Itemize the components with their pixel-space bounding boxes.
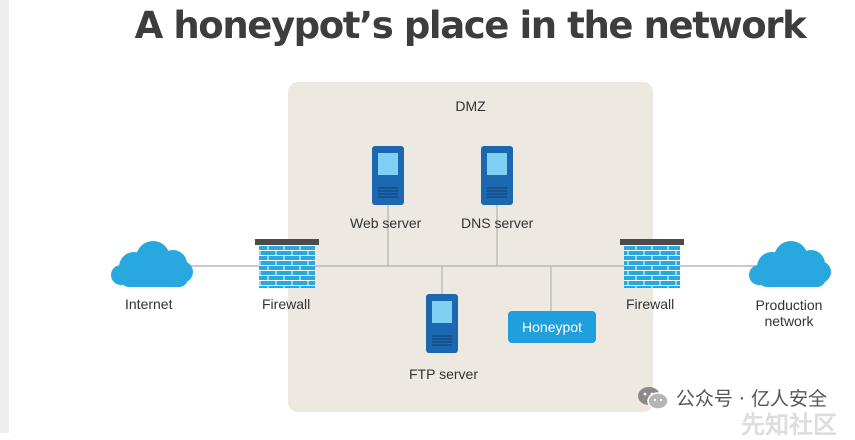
production-label-line2: network <box>764 313 814 329</box>
page-left-edge <box>0 0 9 433</box>
wechat-icon <box>637 386 669 410</box>
firewall-left-icon <box>255 239 319 288</box>
honeypot-node: Honeypot <box>508 311 596 343</box>
firewall-left-label: Firewall <box>262 296 311 312</box>
production-cloud-icon <box>749 241 831 287</box>
web-server-icon <box>372 146 404 205</box>
production-label-line1: Production <box>755 297 823 313</box>
web-server-label: Web server <box>350 215 422 231</box>
firewall-right-label: Firewall <box>626 296 675 312</box>
internet-cloud-icon <box>111 241 193 287</box>
diagram-title: A honeypot’s place in the network <box>134 4 807 47</box>
dmz-label: DMZ <box>455 98 486 114</box>
ftp-server-icon <box>426 294 458 353</box>
ftp-server-label: FTP server <box>409 366 478 382</box>
dns-server-icon <box>481 146 513 205</box>
watermark-account-text: 公众号 · 亿人安全 <box>675 388 827 410</box>
wechat-watermark: 公众号 · 亿人安全 <box>636 384 827 411</box>
dmz-zone <box>288 82 653 412</box>
internet-label: Internet <box>125 296 173 312</box>
dns-server-label: DNS server <box>461 215 534 231</box>
production-network-label: Production network <box>749 297 829 329</box>
firewall-right-icon <box>620 239 684 288</box>
